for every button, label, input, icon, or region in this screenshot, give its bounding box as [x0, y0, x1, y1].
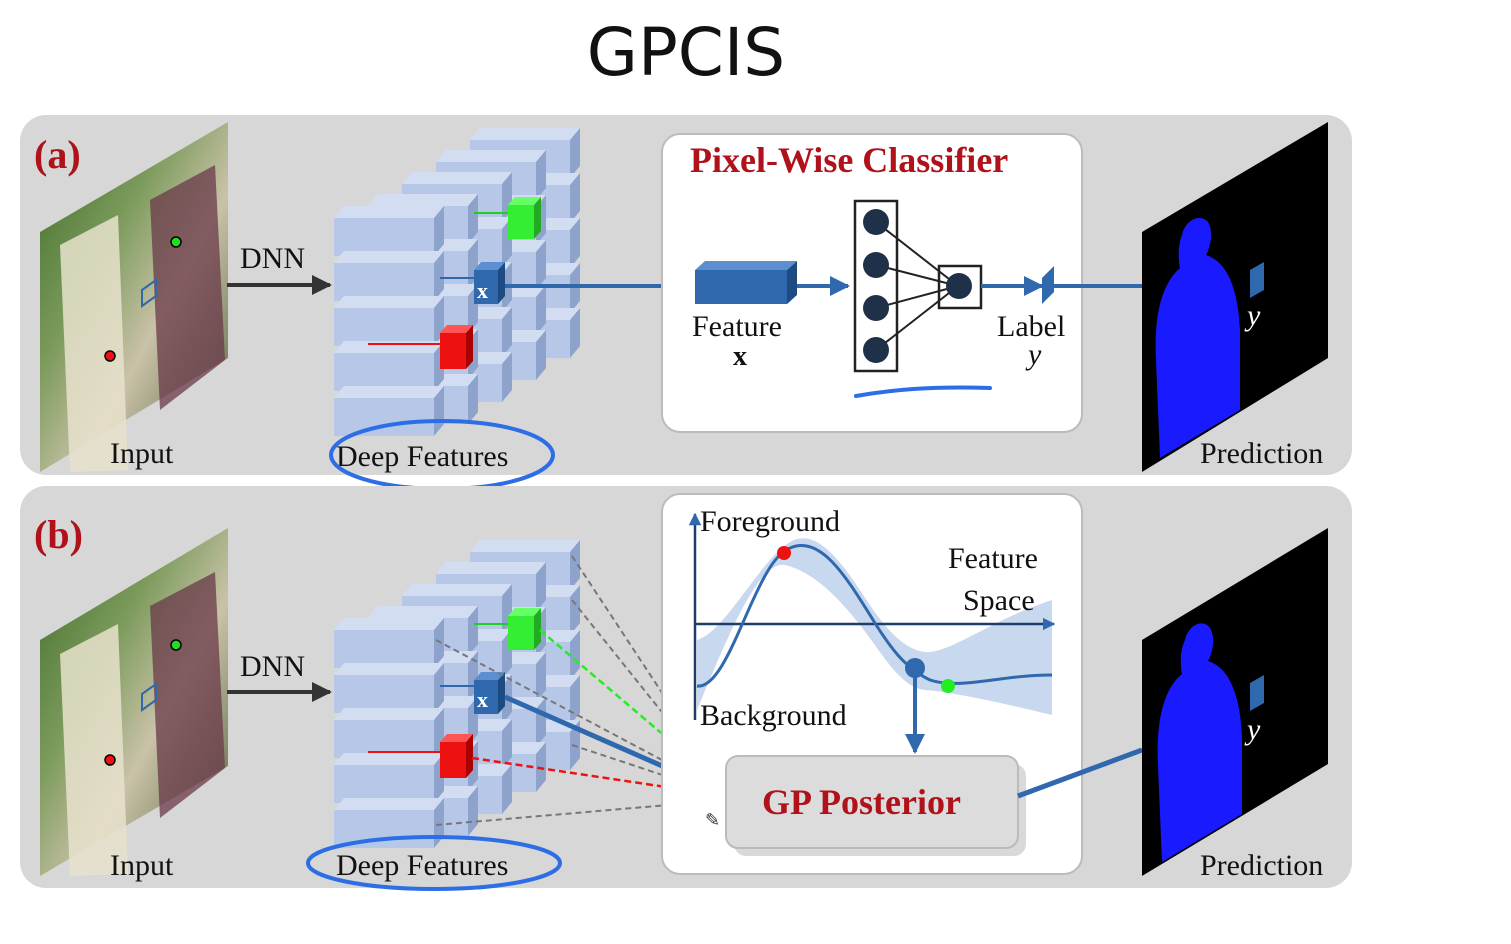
classifier-title: Pixel-Wise Classifier — [690, 140, 1008, 180]
panel-b: (b) Input DNN — [20, 486, 1352, 891]
page-title: GPCIS — [586, 14, 786, 91]
panel-a-x-symbol: x — [477, 278, 488, 303]
green-point — [170, 236, 182, 248]
label-text: Label — [997, 310, 1065, 343]
query-pixel-marker — [141, 278, 157, 308]
foreground-label: Foreground — [700, 505, 840, 538]
query-pixel-marker — [141, 682, 157, 712]
red-point — [104, 754, 116, 766]
label-pixel-icon — [1042, 266, 1054, 304]
panel-a-dnn-label: DNN — [240, 242, 305, 275]
panel-a-features-label: Deep Features — [336, 440, 508, 473]
panel-b-x-feature-cube — [440, 672, 505, 714]
panel-a-x-feature-cube — [440, 262, 505, 304]
pen-cursor-icon: ✎ — [705, 810, 720, 830]
panel-b-input-label: Input — [110, 849, 174, 882]
pixel-wise-classifier-box — [661, 133, 1083, 433]
green-point — [170, 639, 182, 651]
panel-a-input-label: Input — [110, 437, 174, 470]
label-y-symbol: y — [1025, 338, 1042, 371]
panel-a-red-feature-cube — [368, 325, 473, 369]
panel-b-prediction-y: y — [1244, 713, 1261, 746]
feature-space-line2: Space — [963, 584, 1035, 617]
foreground-sample-point — [777, 546, 791, 560]
gp-mean-curve — [696, 544, 1053, 688]
neural-network-icon — [853, 199, 983, 373]
panel-a-tag: (a) — [34, 132, 81, 177]
network-underline-annotation — [854, 385, 992, 398]
panel-b-features-circle-annotation — [306, 835, 562, 891]
panel-a-prediction-label: Prediction — [1200, 437, 1323, 470]
panel-b-dnn-label: DNN — [240, 650, 305, 683]
panel-b-input-image — [40, 528, 228, 876]
panel-b-green-feature-cube — [474, 608, 541, 650]
panel-b-prediction-label: Prediction — [1200, 849, 1323, 882]
feature-x-symbol: x — [733, 341, 747, 372]
panel-a-prediction-mask — [1142, 122, 1328, 472]
panel-b-red-feature-cube — [368, 734, 473, 778]
background-sample-point — [941, 679, 955, 693]
red-point — [104, 350, 116, 362]
panel-a-prediction-y: y — [1244, 299, 1261, 332]
panel-a-green-feature-cube — [474, 197, 541, 239]
gp-posterior-box — [725, 755, 1019, 849]
panel-b-x-symbol: x — [477, 687, 488, 712]
panel-b-tag: (b) — [34, 512, 83, 557]
panel-a: (a) Input DNN — [20, 115, 1352, 491]
posterior-to-prediction-line — [1017, 747, 1143, 799]
feature-vector-block — [695, 261, 797, 304]
panel-b-prediction-mask — [1142, 528, 1328, 876]
background-label: Background — [700, 699, 847, 732]
feature-text: Feature — [692, 310, 782, 343]
gp-uncertainty-band — [697, 538, 1052, 715]
panel-b-features-label: Deep Features — [336, 849, 508, 882]
feature-space-line1: Feature — [948, 542, 1038, 575]
gp-posterior-label: GP Posterior — [762, 782, 961, 822]
panel-a-input-image — [40, 122, 228, 472]
gp-function-plot — [688, 512, 1056, 754]
